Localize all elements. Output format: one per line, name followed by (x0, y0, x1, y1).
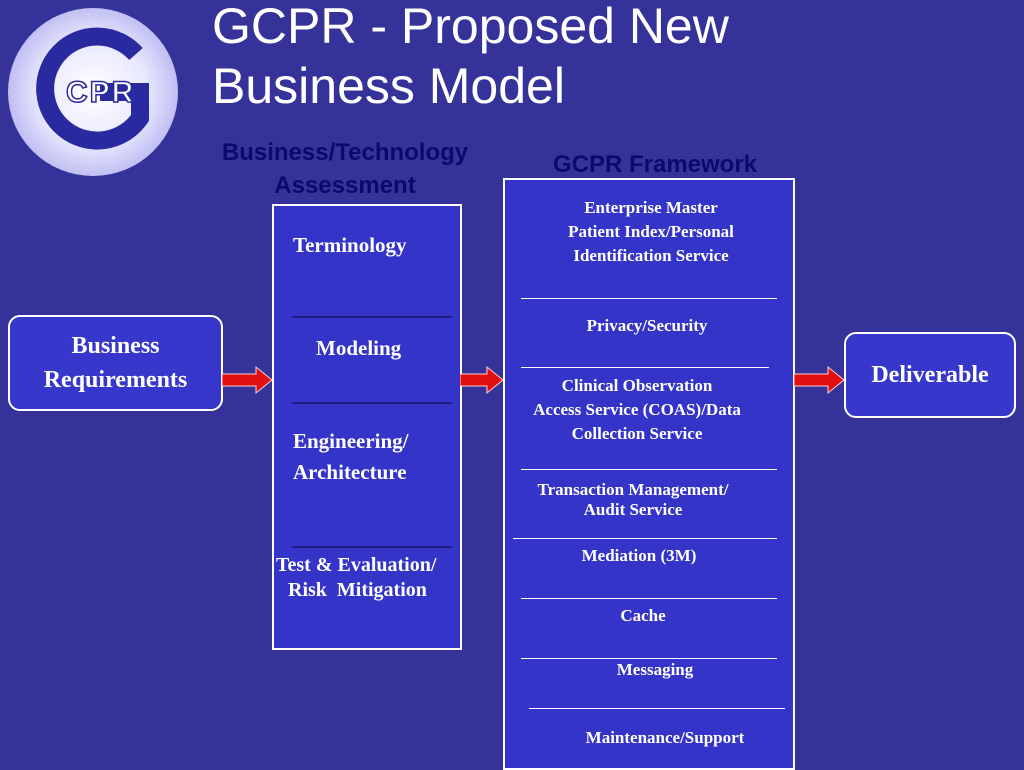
business-requirements-box: Business Requirements (8, 315, 223, 411)
framework-item-mediation: Mediation (3M) (505, 544, 773, 568)
assessment-header: Business/Technology Assessment (190, 136, 500, 202)
business-requirements-line-1: Business (71, 333, 160, 359)
framework-item-line: Maintenance/Support (585, 728, 745, 747)
assessment-item-architecture: Architecture (293, 460, 407, 484)
divider (521, 367, 769, 368)
arrow-right-icon (460, 365, 504, 395)
divider (292, 316, 452, 318)
assessment-item-terminology: Terminology (293, 233, 407, 257)
divider (521, 469, 777, 470)
framework-panel: Enterprise Master Patient Index/Personal… (503, 178, 795, 770)
assessment-header-line-2: Assessment (274, 172, 416, 199)
framework-item-cache: Cache (505, 604, 781, 628)
logo-text: CPR (66, 76, 135, 109)
divider (521, 598, 777, 599)
divider (521, 658, 777, 659)
framework-item-maintenance: Maintenance/Support (505, 726, 825, 750)
gcpr-logo: CPR (8, 8, 178, 176)
framework-item-line: Transaction Management/ (537, 480, 729, 499)
framework-item-line: Access Service (COAS)/Data (533, 400, 741, 419)
arrow-right-icon (794, 365, 845, 395)
framework-item-line: Enterprise Master (584, 198, 718, 217)
framework-item-line: Clinical Observation (561, 376, 713, 395)
assessment-item-engineering: Engineering/ (293, 429, 409, 453)
framework-item-transaction: Transaction Management/ Audit Service (505, 480, 761, 520)
deliverable-box: Deliverable (844, 332, 1016, 418)
framework-item-coas: Clinical Observation Access Service (COA… (505, 374, 769, 446)
divider (513, 538, 777, 539)
assessment-item-modeling: Modeling (316, 336, 402, 360)
framework-item-line: Identification Service (573, 246, 729, 265)
framework-item-empi: Enterprise Master Patient Index/Personal… (505, 196, 797, 268)
divider (292, 546, 452, 548)
framework-item-messaging: Messaging (505, 658, 805, 682)
framework-item-line: Audit Service (583, 500, 683, 519)
business-requirements-line-2: Requirements (43, 367, 188, 393)
assessment-panel: Terminology Modeling Engineering/ Archit… (272, 204, 462, 650)
framework-item-line: Messaging (616, 660, 694, 679)
assessment-item-test-evaluation: Test & Evaluation/ (276, 554, 437, 576)
framework-item-line: Cache (620, 606, 666, 625)
framework-header: GCPR Framework (552, 151, 758, 178)
divider (521, 298, 777, 299)
assessment-header-line-1: Business/Technology (221, 139, 469, 166)
divider (292, 402, 452, 404)
deliverable-label: Deliverable (871, 362, 989, 388)
assessment-item-risk-mitigation: Risk Mitigation (288, 579, 427, 601)
framework-item-line: Privacy/Security (586, 316, 708, 335)
framework-item-privacy: Privacy/Security (505, 314, 789, 338)
title-line-1: GCPR - Proposed New (212, 0, 729, 54)
divider (529, 708, 785, 709)
framework-item-line: Collection Service (571, 424, 703, 443)
slide-title: GCPR - Proposed New Business Model (212, 0, 729, 116)
framework-item-line: Patient Index/Personal (568, 222, 734, 241)
framework-item-line: Mediation (3M) (581, 546, 697, 565)
logo-g-mark: CPR (36, 27, 149, 150)
arrow-right-icon (222, 365, 273, 395)
title-line-2: Business Model (212, 58, 565, 114)
